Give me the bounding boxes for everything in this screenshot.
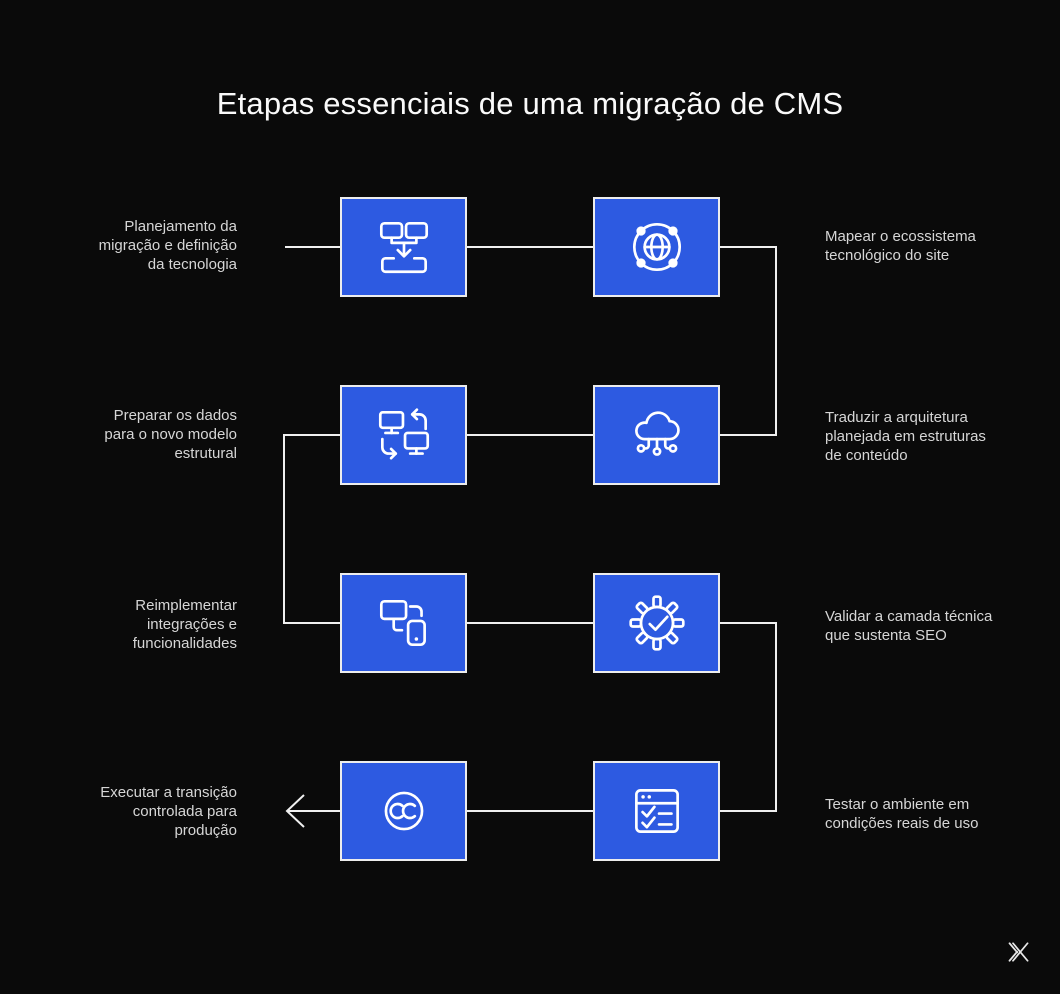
gear-check-icon	[624, 590, 690, 656]
step-label-planning: Planejamento da migração e definição da …	[98, 218, 237, 273]
step-label-testing: Testar o ambiente em condições reais de …	[825, 796, 979, 832]
flow-merge-icon	[371, 214, 437, 280]
device-sync-icon	[371, 402, 437, 468]
step-box-data-prep	[340, 385, 467, 485]
step-label-data-prep: Preparar os dados para o novo modelo est…	[104, 407, 237, 462]
step-box-seo	[593, 573, 720, 673]
step-box-planning	[340, 197, 467, 297]
step-label-integrations: Reimplementar integrações e funcionalida…	[132, 597, 237, 652]
brand-x-logo	[1006, 938, 1034, 966]
connector-left-bracket-1	[283, 434, 340, 624]
monitor-phone-icon	[371, 590, 437, 656]
connector-right-bracket-1	[720, 246, 777, 436]
step-label-architecture: Traduzir a arquitetura planejada em estr…	[825, 409, 986, 464]
step-box-testing	[593, 761, 720, 861]
cloud-connect-icon	[624, 402, 690, 468]
exit-arrow-head	[285, 794, 305, 828]
checklist-window-icon	[624, 778, 690, 844]
step-label-seo: Validar a camada técnica que sustenta SE…	[825, 608, 993, 644]
step-label-transition: Executar a transição controlada para pro…	[100, 784, 237, 839]
globe-network-icon	[624, 214, 690, 280]
step-box-transition	[340, 761, 467, 861]
step-box-architecture	[593, 385, 720, 485]
connector-right-bracket-2	[720, 622, 777, 812]
step-box-ecosystem	[593, 197, 720, 297]
cc-circle-icon	[371, 778, 437, 844]
step-label-ecosystem: Mapear o ecossistema tecnológico do site	[825, 228, 976, 264]
step-box-integrations	[340, 573, 467, 673]
page-title: Etapas essenciais de uma migração de CMS	[216, 86, 844, 121]
